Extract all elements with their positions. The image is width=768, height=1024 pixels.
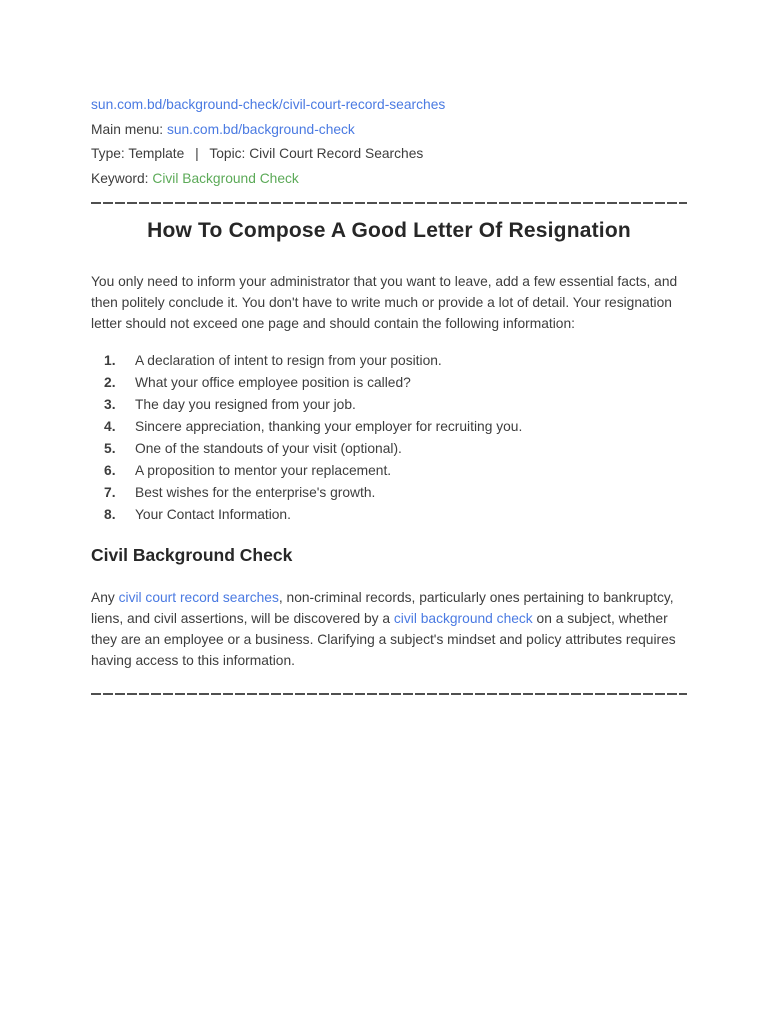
- list-item: A proposition to mentor your replacement…: [104, 460, 392, 482]
- topic-label: Topic: Civil Court Record Searches: [209, 146, 424, 161]
- list-item: Your Contact Information.: [104, 504, 291, 526]
- divider-bottom: [91, 693, 687, 695]
- page-title: How To Compose A Good Letter Of Resignat…: [147, 219, 631, 242]
- inline-text: Any: [91, 590, 119, 605]
- keyword-line: Keyword: Civil Background Check: [91, 167, 687, 192]
- keyword-label: Keyword:: [91, 170, 149, 186]
- section-paragraph: Any civil court record searches, non-cri…: [91, 587, 687, 671]
- main-menu-label: Main menu:: [91, 121, 164, 137]
- document-content: sun.com.bd/background-check/civil-court-…: [91, 0, 687, 695]
- type-label: Type: Template: [91, 146, 185, 161]
- keyword-value: Civil Background Check: [152, 170, 299, 186]
- main-menu-link[interactable]: sun.com.bd/background-check: [166, 121, 355, 137]
- inline-text-link[interactable]: civil court record searches: [118, 590, 279, 605]
- resignation-points-list: A declaration of intent to resign from y…: [91, 350, 687, 526]
- list-item: What your office employee position is ca…: [104, 372, 411, 394]
- document-meta: sun.com.bd/background-check/civil-court-…: [91, 0, 687, 191]
- divider-top: [91, 202, 687, 204]
- list-item: The day you resigned from your job.: [104, 394, 356, 416]
- type-topic-line: Type: Template | Topic: Civil Court Reco…: [91, 142, 687, 167]
- list-item: One of the standouts of your visit (opti…: [104, 438, 402, 460]
- inline-text-link[interactable]: civil background check: [393, 611, 533, 626]
- list-item: Best wishes for the enterprise's growth.: [104, 482, 376, 504]
- inline-text: , non-criminal records, particularly one…: [91, 590, 674, 626]
- page-url-line: sun.com.bd/background-check/civil-court-…: [91, 93, 687, 118]
- inline-text: on a subject, whether they are an employ…: [91, 611, 676, 668]
- list-item: Sincere appreciation, thanking your empl…: [104, 416, 523, 438]
- page-url-link[interactable]: sun.com.bd/background-check/civil-court-…: [91, 97, 446, 112]
- pipe-separator: |: [195, 146, 199, 161]
- section-heading: Civil Background Check: [91, 545, 293, 565]
- list-item: A declaration of intent to resign from y…: [104, 350, 442, 372]
- main-menu-line: Main menu: sun.com.bd/background-check: [91, 118, 687, 143]
- intro-paragraph: You only need to inform your administrat…: [91, 274, 678, 331]
